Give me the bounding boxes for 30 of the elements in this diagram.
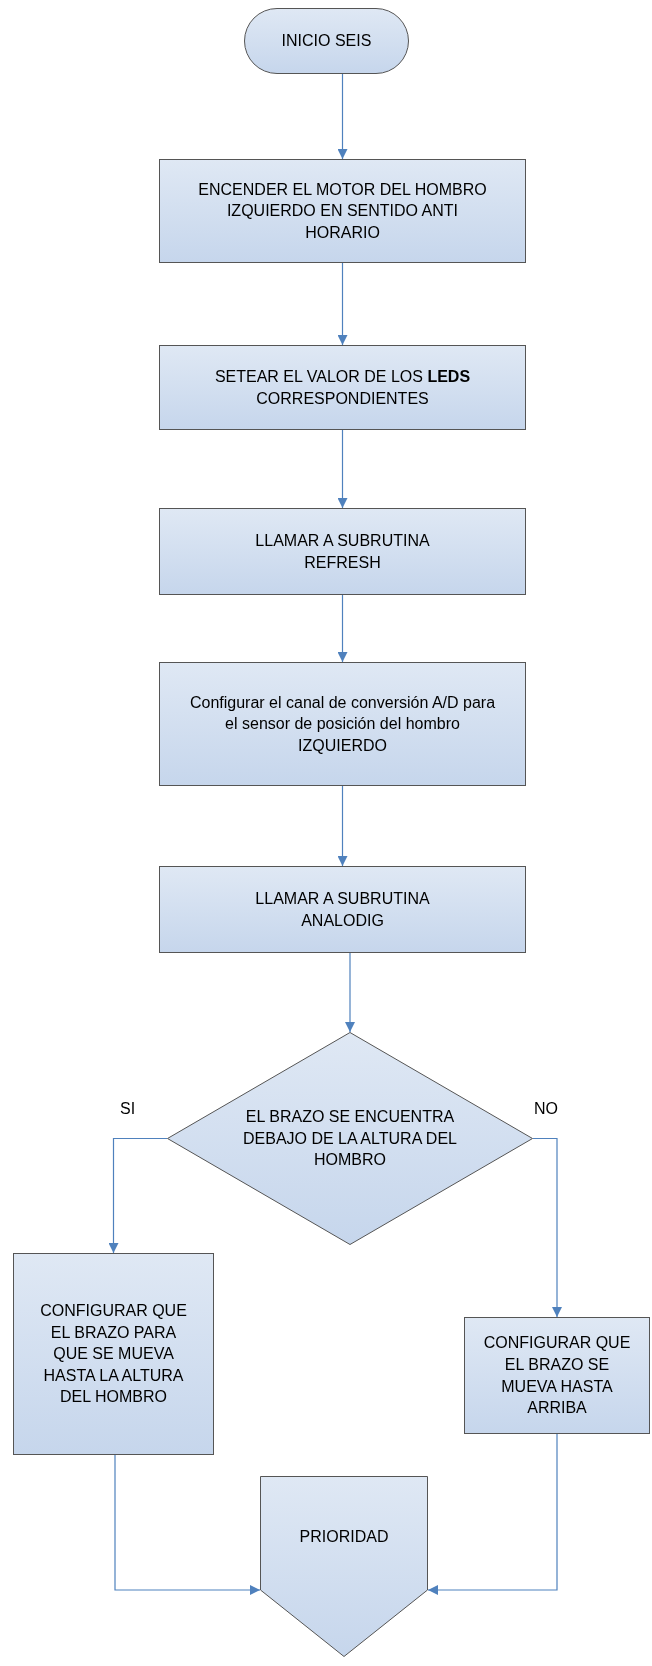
process-box bbox=[159, 159, 526, 263]
process-box bbox=[159, 345, 526, 430]
node-text: LLAMAR A SUBRUTINA ANALODIG bbox=[254, 888, 431, 931]
node-text: LLAMAR A SUBRUTINA REFRESH bbox=[254, 530, 431, 573]
arrow bbox=[114, 1454, 261, 1595]
process-box bbox=[13, 1253, 214, 1455]
node-text: CONFIGURAR QUE EL BRAZO PARA QUE SE MUEVA HASTA LA ALTURA DEL HOMBRO bbox=[39, 1301, 188, 1408]
node-text: Configurar el canal de conversión A/D para el sensor de posición del hombro IZQUIERDO bbox=[188, 692, 497, 756]
arrow bbox=[337, 429, 348, 509]
arrow bbox=[108, 1137, 168, 1254]
node-text: CONFIGURAR QUE EL BRAZO SE MUEVA HASTA ARRIBA bbox=[482, 1333, 632, 1419]
node-text: PRIORIDAD bbox=[298, 1526, 390, 1547]
node-text: EL BRAZO SE ENCUENTRA DEBAJO DE LA ALTURA DEL HOMBRO bbox=[242, 1107, 458, 1171]
node-text: SETEAR EL VALOR DE LOS LEDS CORRESPONDIENTES bbox=[213, 366, 472, 409]
arrow bbox=[345, 952, 355, 1033]
process-box bbox=[464, 1317, 650, 1434]
arrow bbox=[337, 262, 348, 346]
arrow bbox=[532, 1137, 562, 1318]
arrow bbox=[427, 1433, 558, 1595]
node-text: INICIO SEIS bbox=[280, 31, 373, 52]
start-terminal bbox=[244, 8, 409, 74]
process-box bbox=[159, 662, 526, 786]
node-text: ENCENDER EL MOTOR DEL HOMBRO IZQUIERDO EN SENTIDO ANTI HORARIO bbox=[197, 179, 488, 243]
process-box bbox=[159, 508, 526, 595]
off-page-connector bbox=[260, 1476, 428, 1657]
process-box bbox=[159, 866, 526, 953]
arrow bbox=[337, 594, 348, 663]
arrow bbox=[337, 785, 348, 867]
decision-diamond bbox=[167, 1032, 533, 1245]
arrow bbox=[337, 73, 348, 160]
